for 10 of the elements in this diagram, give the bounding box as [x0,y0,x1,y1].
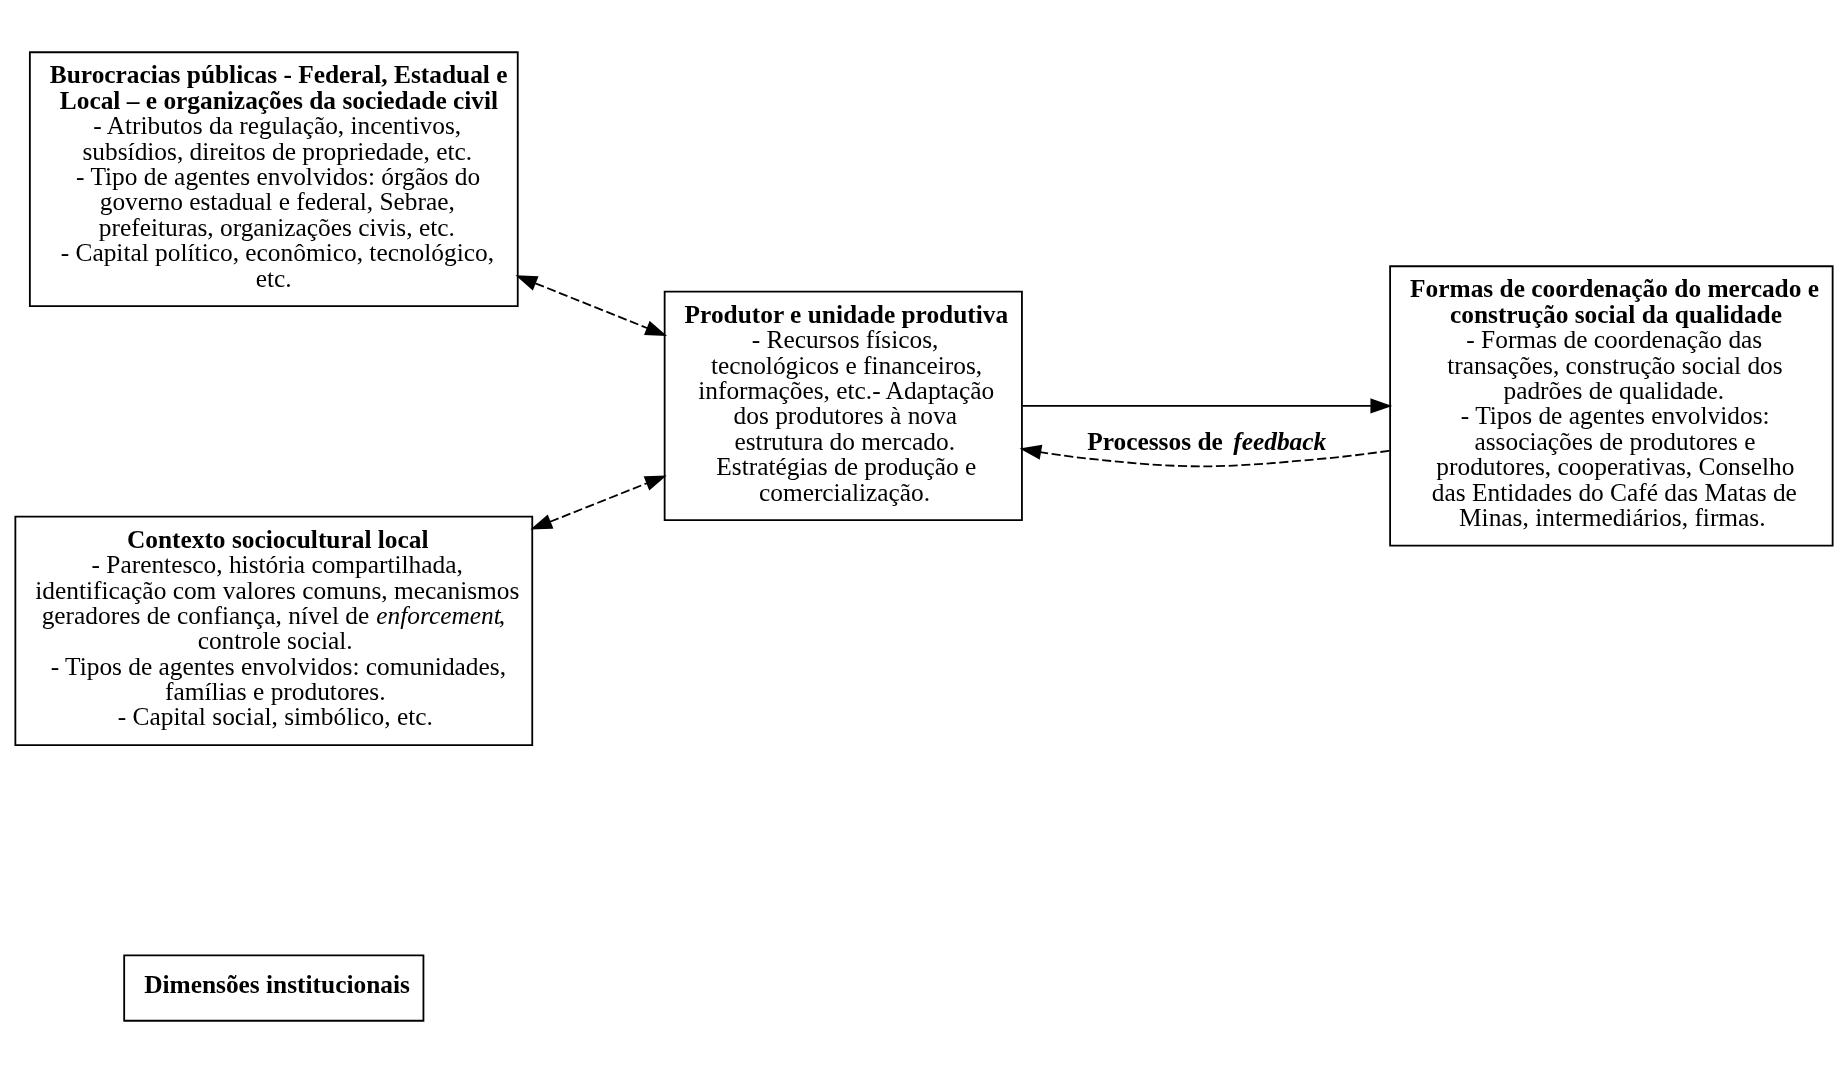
node-box: Formas de coordenação do mercado e construção social da qualidade - Formas de coordenação das transações, construção social dos padrões de qualidade. - Tipos de agentes envolvidos: associações de produtores e produtores, cooperativas, Conselho das Entidades do Café das Matas de Minas, intermediários, firmas. [1389,265,1834,547]
edge-label: Processos de feedback [1087,426,1327,455]
node-box: Contexto sociocultural local - Parentesco, história compartilhada, identificação com valores comuns, mecanismos geradores de confiança, nível de enforcement, controle social. - Tipos de agentes envolvidos: comunidades, famílias e produtores. - Capital social, simbólico, etc. [14,515,534,746]
arrow [1019,444,1391,468]
node-box: Dimensões institucionais [123,954,425,1022]
arrow [530,475,667,530]
arrow [515,275,668,337]
node-box: Burocracias públicas - Federal, Estadual e Local – e organizações da sociedade civil - Atributos da regulação, incentivos, subsídios, direitos de propriedade, etc. - Tipo de agentes envolvidos: órgãos do governo estadual e federal, Sebrae, prefeituras, organizações civis, etc. - Capital político, econômico, tecnológico, etc. [28,51,519,308]
node-box: Produtor e unidade produtiva - Recursos físicos, tecnológicos e financeiros, informações, etc.- Adaptação dos produtores à nova estrutura do mercado. Estratégias de produção e comercialização. [663,290,1023,522]
arrow [1021,398,1393,414]
